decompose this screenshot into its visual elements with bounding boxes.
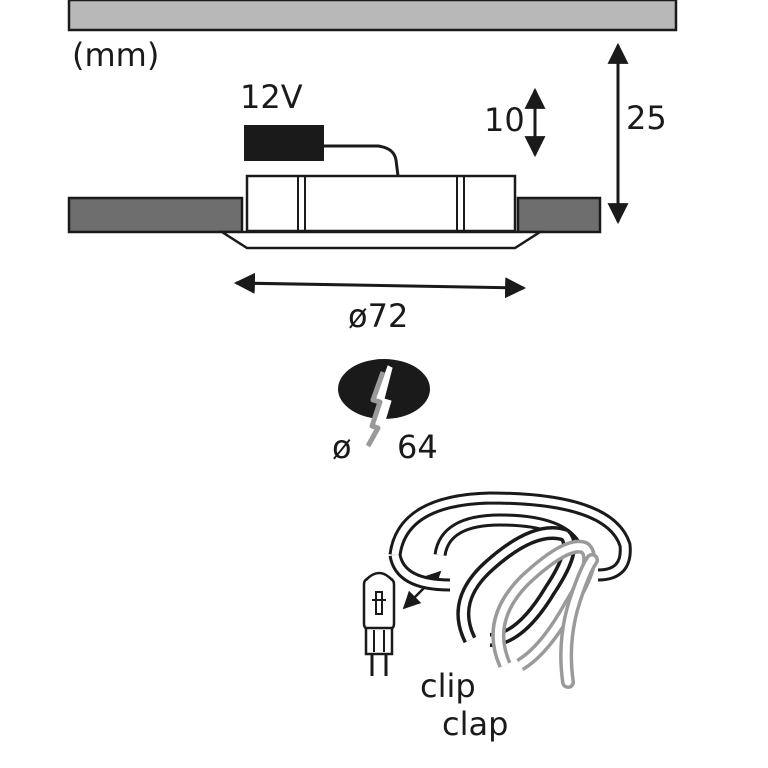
total-height-label: 25 [626, 99, 667, 137]
halogen-bulb-icon [362, 571, 396, 676]
cutout-symbol: ø [332, 428, 352, 466]
clip-ring-icon [456, 526, 599, 689]
housing-height-label: 10 [484, 101, 525, 139]
ceiling-slab-left [67, 196, 244, 234]
clip-label-line1: clip [420, 667, 476, 705]
trim-ring [217, 230, 545, 250]
driver-box [244, 125, 324, 161]
units-label: (mm) [72, 36, 159, 74]
ceiling-panel-top [67, 0, 678, 32]
diameter-arrow [233, 272, 527, 299]
lamp-housing [245, 174, 517, 233]
cutout-value: 64 [397, 428, 438, 466]
saw-blade-icon [365, 371, 386, 448]
driver-cable [324, 144, 400, 177]
ceiling-slab-right [516, 196, 602, 234]
lightning-icon [371, 365, 393, 449]
clip-label-line2: clap [442, 705, 508, 743]
diameter-label: ø72 [348, 297, 408, 335]
voltage-label: 12V [240, 78, 303, 116]
